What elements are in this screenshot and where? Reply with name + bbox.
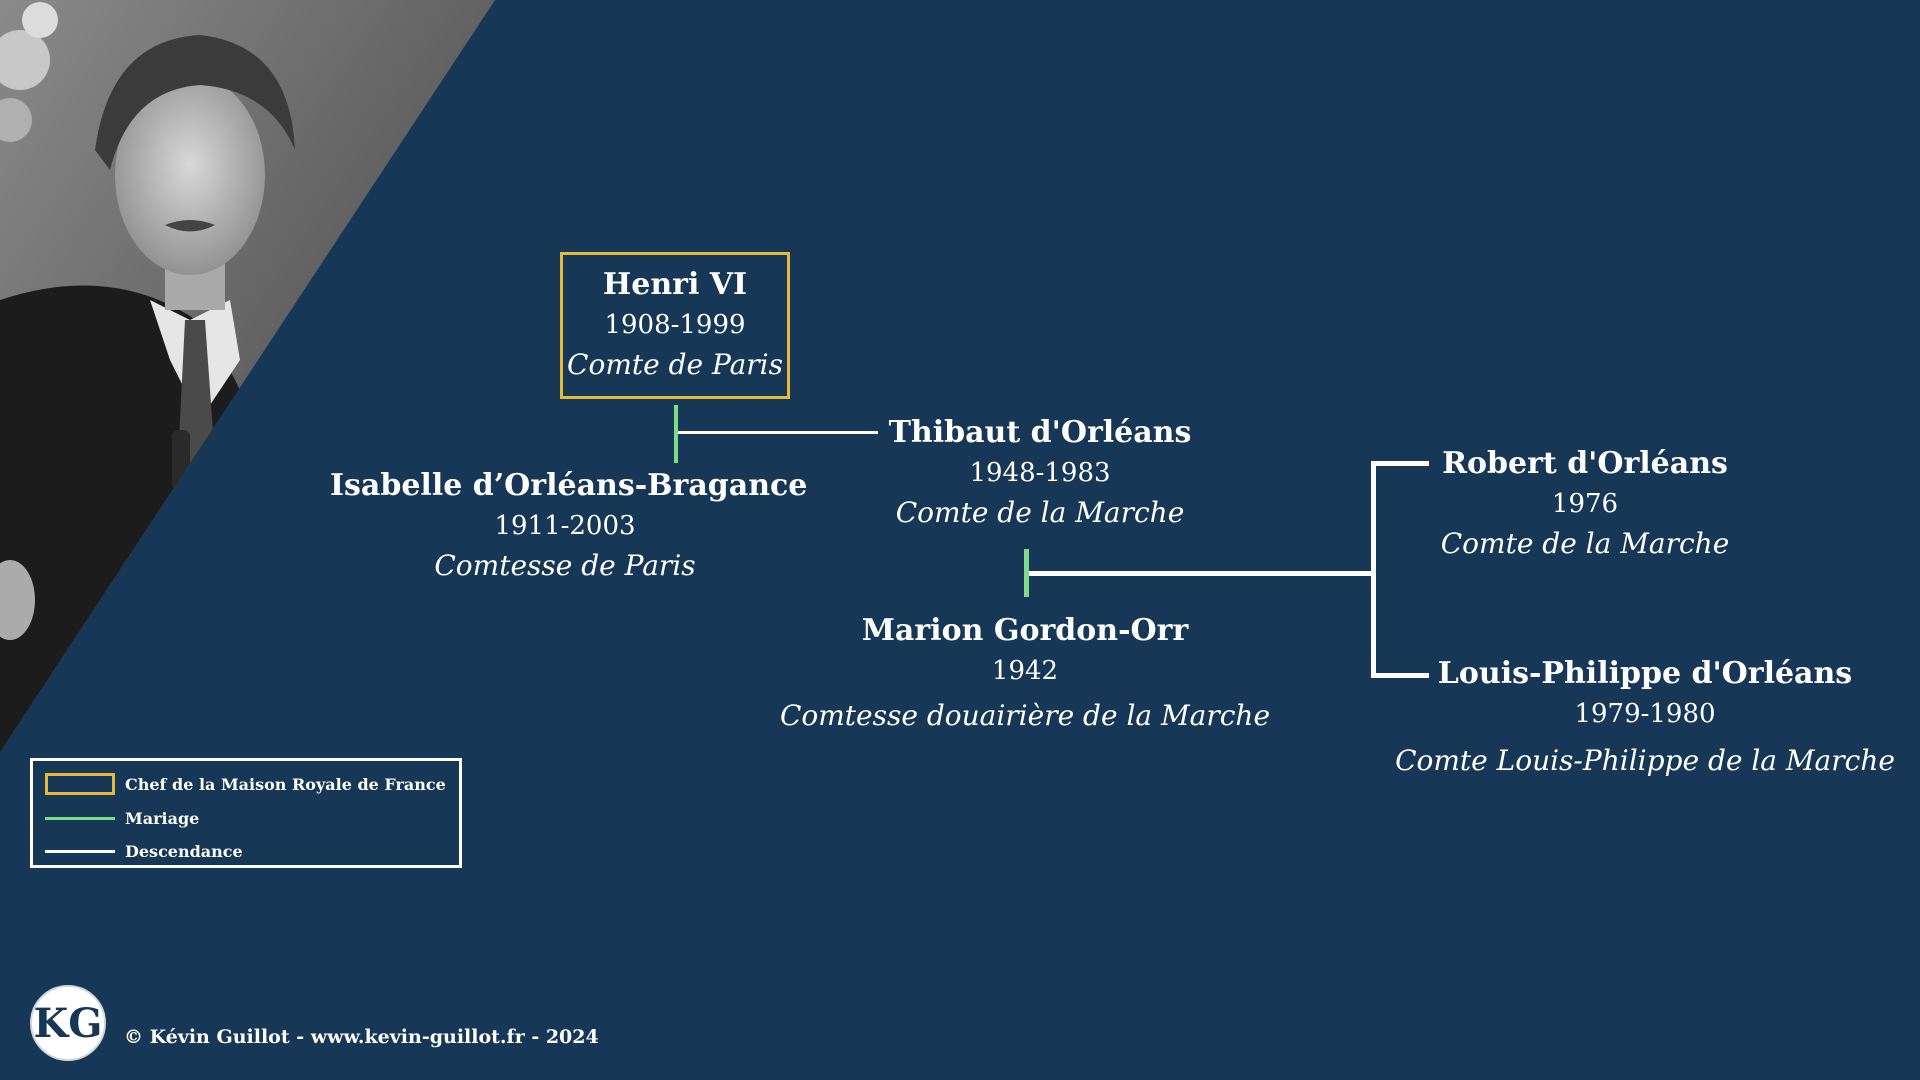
person-title: Comtesse de Paris xyxy=(434,549,696,582)
descent-bracket-vertical xyxy=(1371,461,1376,678)
descent-line-to-children xyxy=(1029,571,1374,576)
legend-label: Descendance xyxy=(125,841,243,861)
person-henri: Henri VI 1908-1999 Comte de Paris xyxy=(560,265,790,385)
marriage-swatch xyxy=(45,816,115,820)
legend: Chef de la Maison Royale de France Maria… xyxy=(30,758,462,868)
person-title: Comte de la Marche xyxy=(1440,527,1730,560)
person-name: Robert d'Orléans xyxy=(1442,446,1728,481)
legend-label: Mariage xyxy=(125,808,200,828)
logo-text: KG xyxy=(33,999,103,1047)
person-years: 1908-1999 xyxy=(604,310,746,340)
head-of-house-swatch xyxy=(45,773,115,795)
legend-item-descendance: Descendance xyxy=(45,838,243,864)
footer-credit: © Kévin Guillot - www.kevin-guillot.fr -… xyxy=(124,1026,599,1048)
person-title: Comte de Paris xyxy=(567,348,783,381)
descent-bracket-bottom xyxy=(1371,673,1429,678)
person-title: Comte de la Marche xyxy=(895,496,1185,529)
descent-bracket-top xyxy=(1371,461,1429,466)
person-robert: Robert d'Orléans 1976 Comte de la Marche xyxy=(1420,444,1750,564)
person-name: Isabelle d’Orléans-Bragance xyxy=(330,468,808,503)
legend-label: Chef de la Maison Royale de France xyxy=(125,774,446,794)
person-years: 1979-1980 xyxy=(1574,699,1716,729)
person-thibaut: Thibaut d'Orléans 1948-1983 Comte de la … xyxy=(860,413,1220,533)
person-isabelle: Isabelle d’Orléans-Bragance 1911-2003 Co… xyxy=(330,466,808,586)
legend-item-chef: Chef de la Maison Royale de France xyxy=(45,771,446,797)
legend-item-mariage: Mariage xyxy=(45,805,199,831)
person-years: 1942 xyxy=(991,656,1059,686)
marriage-line-henri-isabelle xyxy=(674,405,678,463)
person-title: Comte Louis-Philippe de la Marche xyxy=(1395,744,1895,777)
person-years: 1948-1983 xyxy=(969,458,1111,488)
person-years: 1976 xyxy=(1551,489,1619,519)
person-title: Comtesse douairière de la Marche xyxy=(779,699,1271,732)
portrait-photo xyxy=(0,0,495,752)
person-name: Thibaut d'Orléans xyxy=(888,415,1192,450)
person-louis-philippe: Louis-Philippe d'Orléans 1979-1980 Comte… xyxy=(1380,654,1910,788)
person-marion: Marion Gordon-Orr 1942 Comtesse douairiè… xyxy=(760,611,1290,741)
kg-logo: KG xyxy=(30,985,106,1061)
person-years: 1911-2003 xyxy=(494,511,636,541)
person-name: Marion Gordon-Orr xyxy=(861,613,1189,648)
descent-line-to-thibaut xyxy=(678,431,878,434)
head-of-house-box xyxy=(560,252,790,399)
descent-swatch xyxy=(45,849,115,853)
person-name: Henri VI xyxy=(602,267,748,302)
person-name: Louis-Philippe d'Orléans xyxy=(1437,656,1853,691)
marriage-line-thibaut-marion xyxy=(1024,549,1029,597)
